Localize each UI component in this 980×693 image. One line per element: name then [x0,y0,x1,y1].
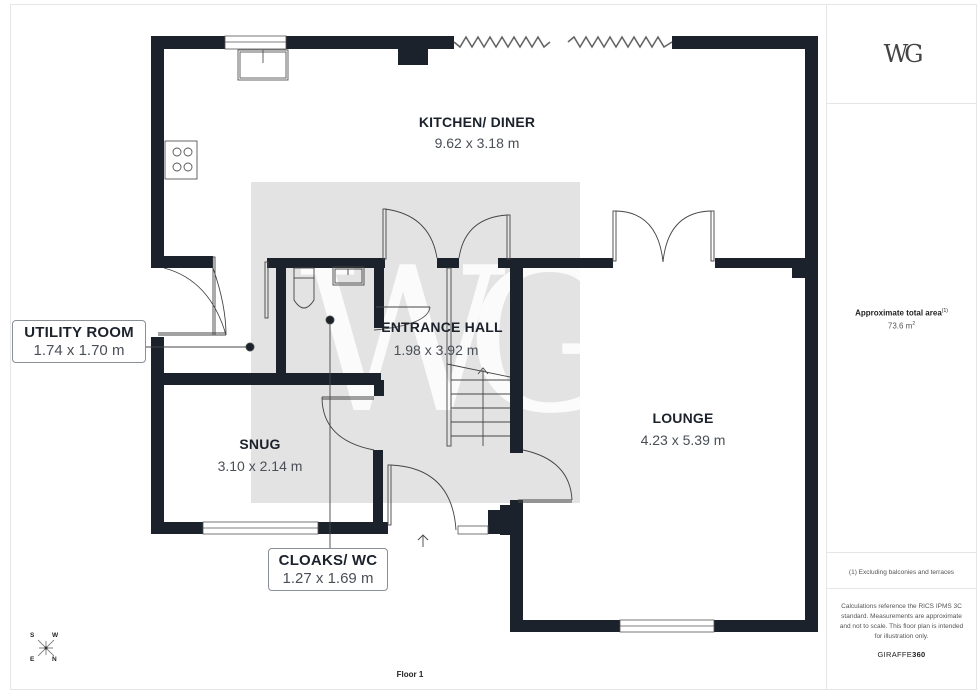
room-lounge-name: LOUNGE [652,410,713,426]
room-kitchen-dims: 9.62 x 3.18 m [435,135,520,151]
sidebar-area-section: Approximate total area(1) 73.6 m2 [827,103,976,553]
floor-label: Floor 1 [396,670,424,679]
callout-utility-name: UTILITY ROOM [24,324,134,341]
compass-rose-icon [37,639,55,657]
room-hall-dims: 1.98 x 3.92 m [394,342,479,358]
room-hall-name: ENTRANCE HALL [381,319,503,335]
callout-cloaks-dims: 1.27 x 1.69 m [282,570,374,587]
area-value: 73.6 m2 [887,320,916,331]
floor-plan: WG [145,35,818,633]
room-snug-dims: 3.10 x 2.14 m [218,458,303,474]
bifold-doors [453,35,673,49]
compass-e: E [30,656,35,663]
room-kitchen-name: KITCHEN/ DINER [419,114,535,130]
sidebar-disclaimer-section: Calculations reference the RICS IPMS 3C … [827,588,976,688]
room-lounge-dims: 4.23 x 5.39 m [641,432,726,448]
walls [151,36,818,632]
giraffe360-brand: GIRAFFE360 [877,650,926,659]
brand-logo: WG [883,40,924,68]
compass-w: W [52,632,59,639]
area-footnote: (1) Excluding balconies and terraces [848,569,955,576]
compass-s: S [30,632,35,639]
area-title: Approximate total area(1) [855,308,948,318]
info-sidebar: WG Approximate total area(1) 73.6 m2 (1)… [826,4,977,690]
kitchen-fixtures [164,49,289,180]
windows [202,35,715,633]
sidebar-logo-section: WG [827,5,976,104]
doors [158,208,715,547]
watermark-box [251,182,580,503]
callout-utility-dims: 1.74 x 1.70 m [33,342,125,359]
disclaimer-text: Calculations reference the RICS IPMS 3C … [839,603,964,640]
room-snug-name: SNUG [239,436,280,452]
callout-utility-room: UTILITY ROOM 1.74 x 1.70 m [12,320,146,363]
compass: S W E N [30,632,62,664]
callout-leaders [145,315,335,548]
compass-n: N [52,656,57,663]
sidebar-footnote-section: (1) Excluding balconies and terraces [827,552,976,589]
callout-cloaks-name: CLOAKS/ WC [278,552,378,569]
room-labels: KITCHEN/ DINER 9.62 x 3.18 m ENTRANCE HA… [218,114,726,474]
callout-cloaks-wc: CLOAKS/ WC 1.27 x 1.69 m [268,548,388,591]
